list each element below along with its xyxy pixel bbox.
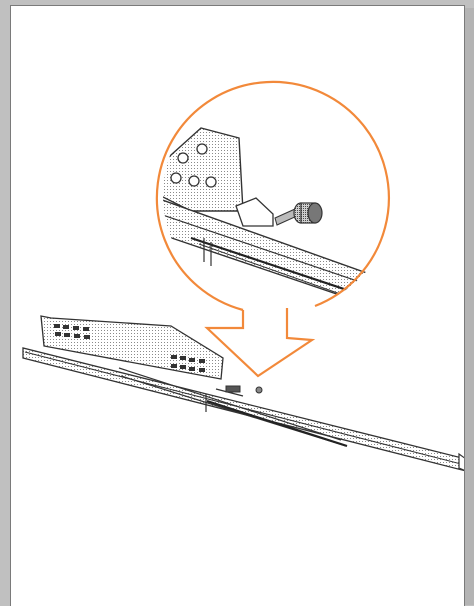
stop-screw-icon bbox=[274, 202, 323, 226]
page-shadow bbox=[465, 8, 474, 605]
magnifier-callout-icon bbox=[155, 80, 390, 378]
magnified-detail bbox=[163, 127, 395, 311]
mounting-holes-icon bbox=[170, 143, 217, 188]
document-page bbox=[10, 5, 465, 606]
drawer-slide-icon bbox=[22, 315, 464, 472]
assembly-diagram bbox=[22, 80, 464, 472]
